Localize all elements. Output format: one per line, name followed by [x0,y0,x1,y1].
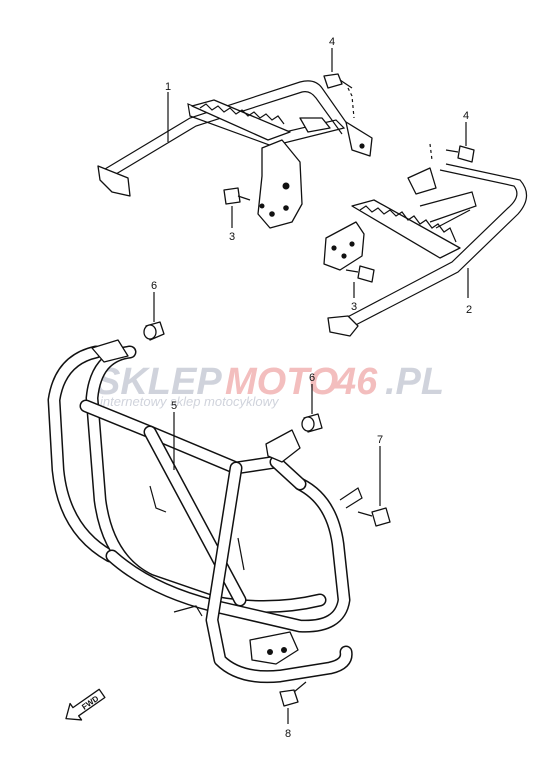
bolt-3a [223,187,251,205]
grommet-6b [301,413,323,433]
fwd-arrow-icon [65,688,106,721]
watermark-brand-1: SKLEP [95,361,222,403]
callout-4b: 4 [463,110,469,122]
footrest-bracket-left [97,80,373,229]
watermark-tagline: internetowy sklep motocyklowy [100,394,280,409]
callout-2: 2 [466,304,472,316]
callout-6a: 6 [151,280,157,292]
footrest-bracket-right [323,163,528,337]
bolt-7 [357,507,391,527]
callouts: 1 2 3 3 4 4 5 6 6 7 8 [151,36,472,740]
bolt-8 [279,681,307,707]
bolt-4b [429,143,475,163]
fwd-arrow: FWD [65,688,106,721]
callout-1: 1 [165,81,171,93]
grommet-6a [143,321,165,341]
callout-4a: 4 [329,36,335,48]
leader-lines [153,48,469,724]
front-guard [47,339,363,684]
watermark-brand-3: 46 [334,361,378,403]
watermark-brand-2: MOTO [225,361,338,403]
bolt-4a [323,73,355,119]
bolt-3b [345,265,375,283]
callout-6b: 6 [309,372,315,384]
callout-3b: 3 [351,301,357,313]
callout-8: 8 [285,728,291,740]
callout-5: 5 [171,400,177,412]
watermark-brand-4: .PL [385,361,444,403]
callout-7: 7 [377,434,383,446]
callout-3a: 3 [229,231,235,243]
watermark: SKLEP MOTO 46 .PL internetowy sklep moto… [95,361,444,409]
